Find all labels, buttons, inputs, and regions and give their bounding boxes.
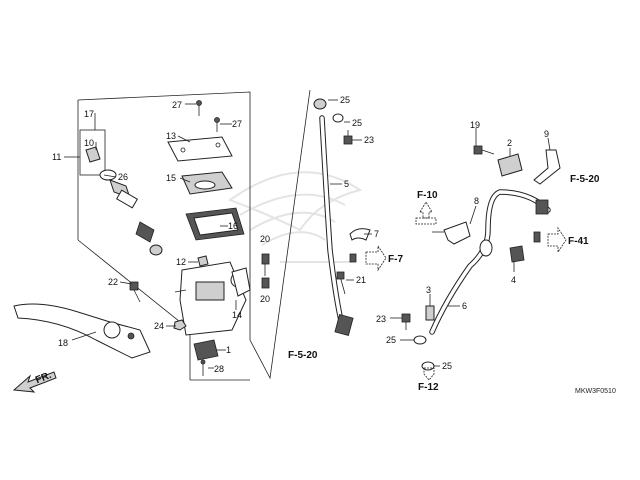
label-25b: 25 xyxy=(352,118,362,128)
brake-lever[interactable] xyxy=(13,303,151,359)
label-7: 7 xyxy=(374,229,379,239)
diaphragm[interactable] xyxy=(185,207,245,241)
bracket-2[interactable] xyxy=(497,153,523,177)
label-11: 11 xyxy=(52,152,61,162)
bracket-9[interactable] xyxy=(533,149,561,185)
joint-3[interactable] xyxy=(425,305,435,321)
diaphragm-plate[interactable] xyxy=(181,171,233,195)
bolt-20[interactable] xyxy=(261,253,270,289)
ref-arrow-f41[interactable] xyxy=(547,226,567,254)
watermark-wing xyxy=(227,171,363,263)
label-15: 15 xyxy=(166,173,176,183)
diagram-code: MKW3F0510 xyxy=(575,388,616,395)
front-arrow-icon xyxy=(12,371,57,393)
label-17: 17 xyxy=(84,109,94,119)
ref-f41[interactable]: F-41 xyxy=(568,236,589,247)
label-20a: 20 xyxy=(260,234,270,244)
label-4: 4 xyxy=(511,275,516,285)
brake-hose-upper[interactable] xyxy=(313,98,354,336)
ref-arrow-f10[interactable] xyxy=(415,201,437,225)
label-18: 18 xyxy=(58,338,68,348)
ref-f10[interactable]: F-10 xyxy=(417,190,438,201)
pivot-bolt-22[interactable] xyxy=(129,281,141,303)
ref-arrow-f12[interactable] xyxy=(423,367,435,381)
label-25a: 25 xyxy=(340,95,350,105)
label-14: 14 xyxy=(232,310,242,320)
label-8: 8 xyxy=(474,196,479,206)
bolt-21[interactable] xyxy=(336,271,346,295)
clamp-4[interactable] xyxy=(509,245,525,263)
screw-27[interactable] xyxy=(196,100,220,133)
ref-arrow-f7[interactable] xyxy=(365,244,387,272)
label-6: 6 xyxy=(462,301,467,311)
bolt-23-lower[interactable] xyxy=(401,313,411,330)
label-10: 10 xyxy=(84,138,94,148)
label-5: 5 xyxy=(344,179,349,189)
ref-f520-lower[interactable]: F-5-20 xyxy=(288,350,318,361)
switch-1[interactable] xyxy=(193,339,219,361)
label-23b: 23 xyxy=(376,314,386,324)
label-1: 1 xyxy=(226,345,231,355)
screw-12[interactable] xyxy=(197,255,209,267)
label-24: 24 xyxy=(154,321,164,331)
ref-f7[interactable]: F-7 xyxy=(388,254,403,265)
bracket-8[interactable] xyxy=(432,221,471,245)
ref-f12[interactable]: F-12 xyxy=(418,382,439,393)
bolt-lower-small[interactable] xyxy=(349,231,541,263)
holder-14[interactable] xyxy=(231,267,251,297)
bolt-19[interactable] xyxy=(473,145,495,155)
label-27b: 27 xyxy=(232,119,242,129)
label-2: 2 xyxy=(507,138,512,148)
washer-25-lower[interactable] xyxy=(413,335,435,371)
label-12: 12 xyxy=(176,257,186,267)
label-25d: 25 xyxy=(442,361,452,371)
master-cylinder-frame xyxy=(77,89,311,381)
bolt-23-upper[interactable] xyxy=(343,130,353,145)
label-9: 9 xyxy=(544,129,549,139)
label-21: 21 xyxy=(356,275,366,285)
leader-lines xyxy=(64,99,551,369)
label-3: 3 xyxy=(426,285,431,295)
ref-f520-upper[interactable]: F-5-20 xyxy=(570,174,600,185)
label-25c: 25 xyxy=(386,335,396,345)
piston-kit[interactable] xyxy=(85,146,163,256)
reservoir-cap[interactable] xyxy=(167,136,233,162)
washer-25-upper[interactable] xyxy=(332,113,344,123)
label-19: 19 xyxy=(470,120,480,130)
label-16: 16 xyxy=(228,221,238,231)
label-27a: 27 xyxy=(172,100,182,110)
front-label: FR. xyxy=(34,370,53,386)
brake-hose-lower[interactable] xyxy=(429,189,551,335)
label-23a: 23 xyxy=(364,135,374,145)
nut-24[interactable] xyxy=(173,319,187,331)
label-26: 26 xyxy=(118,172,128,182)
screw-28[interactable] xyxy=(200,359,206,376)
label-13: 13 xyxy=(166,131,176,141)
clamp-7[interactable] xyxy=(349,228,371,241)
label-20b: 20 xyxy=(260,294,270,304)
label-22: 22 xyxy=(108,277,118,287)
label-28: 28 xyxy=(214,364,224,374)
